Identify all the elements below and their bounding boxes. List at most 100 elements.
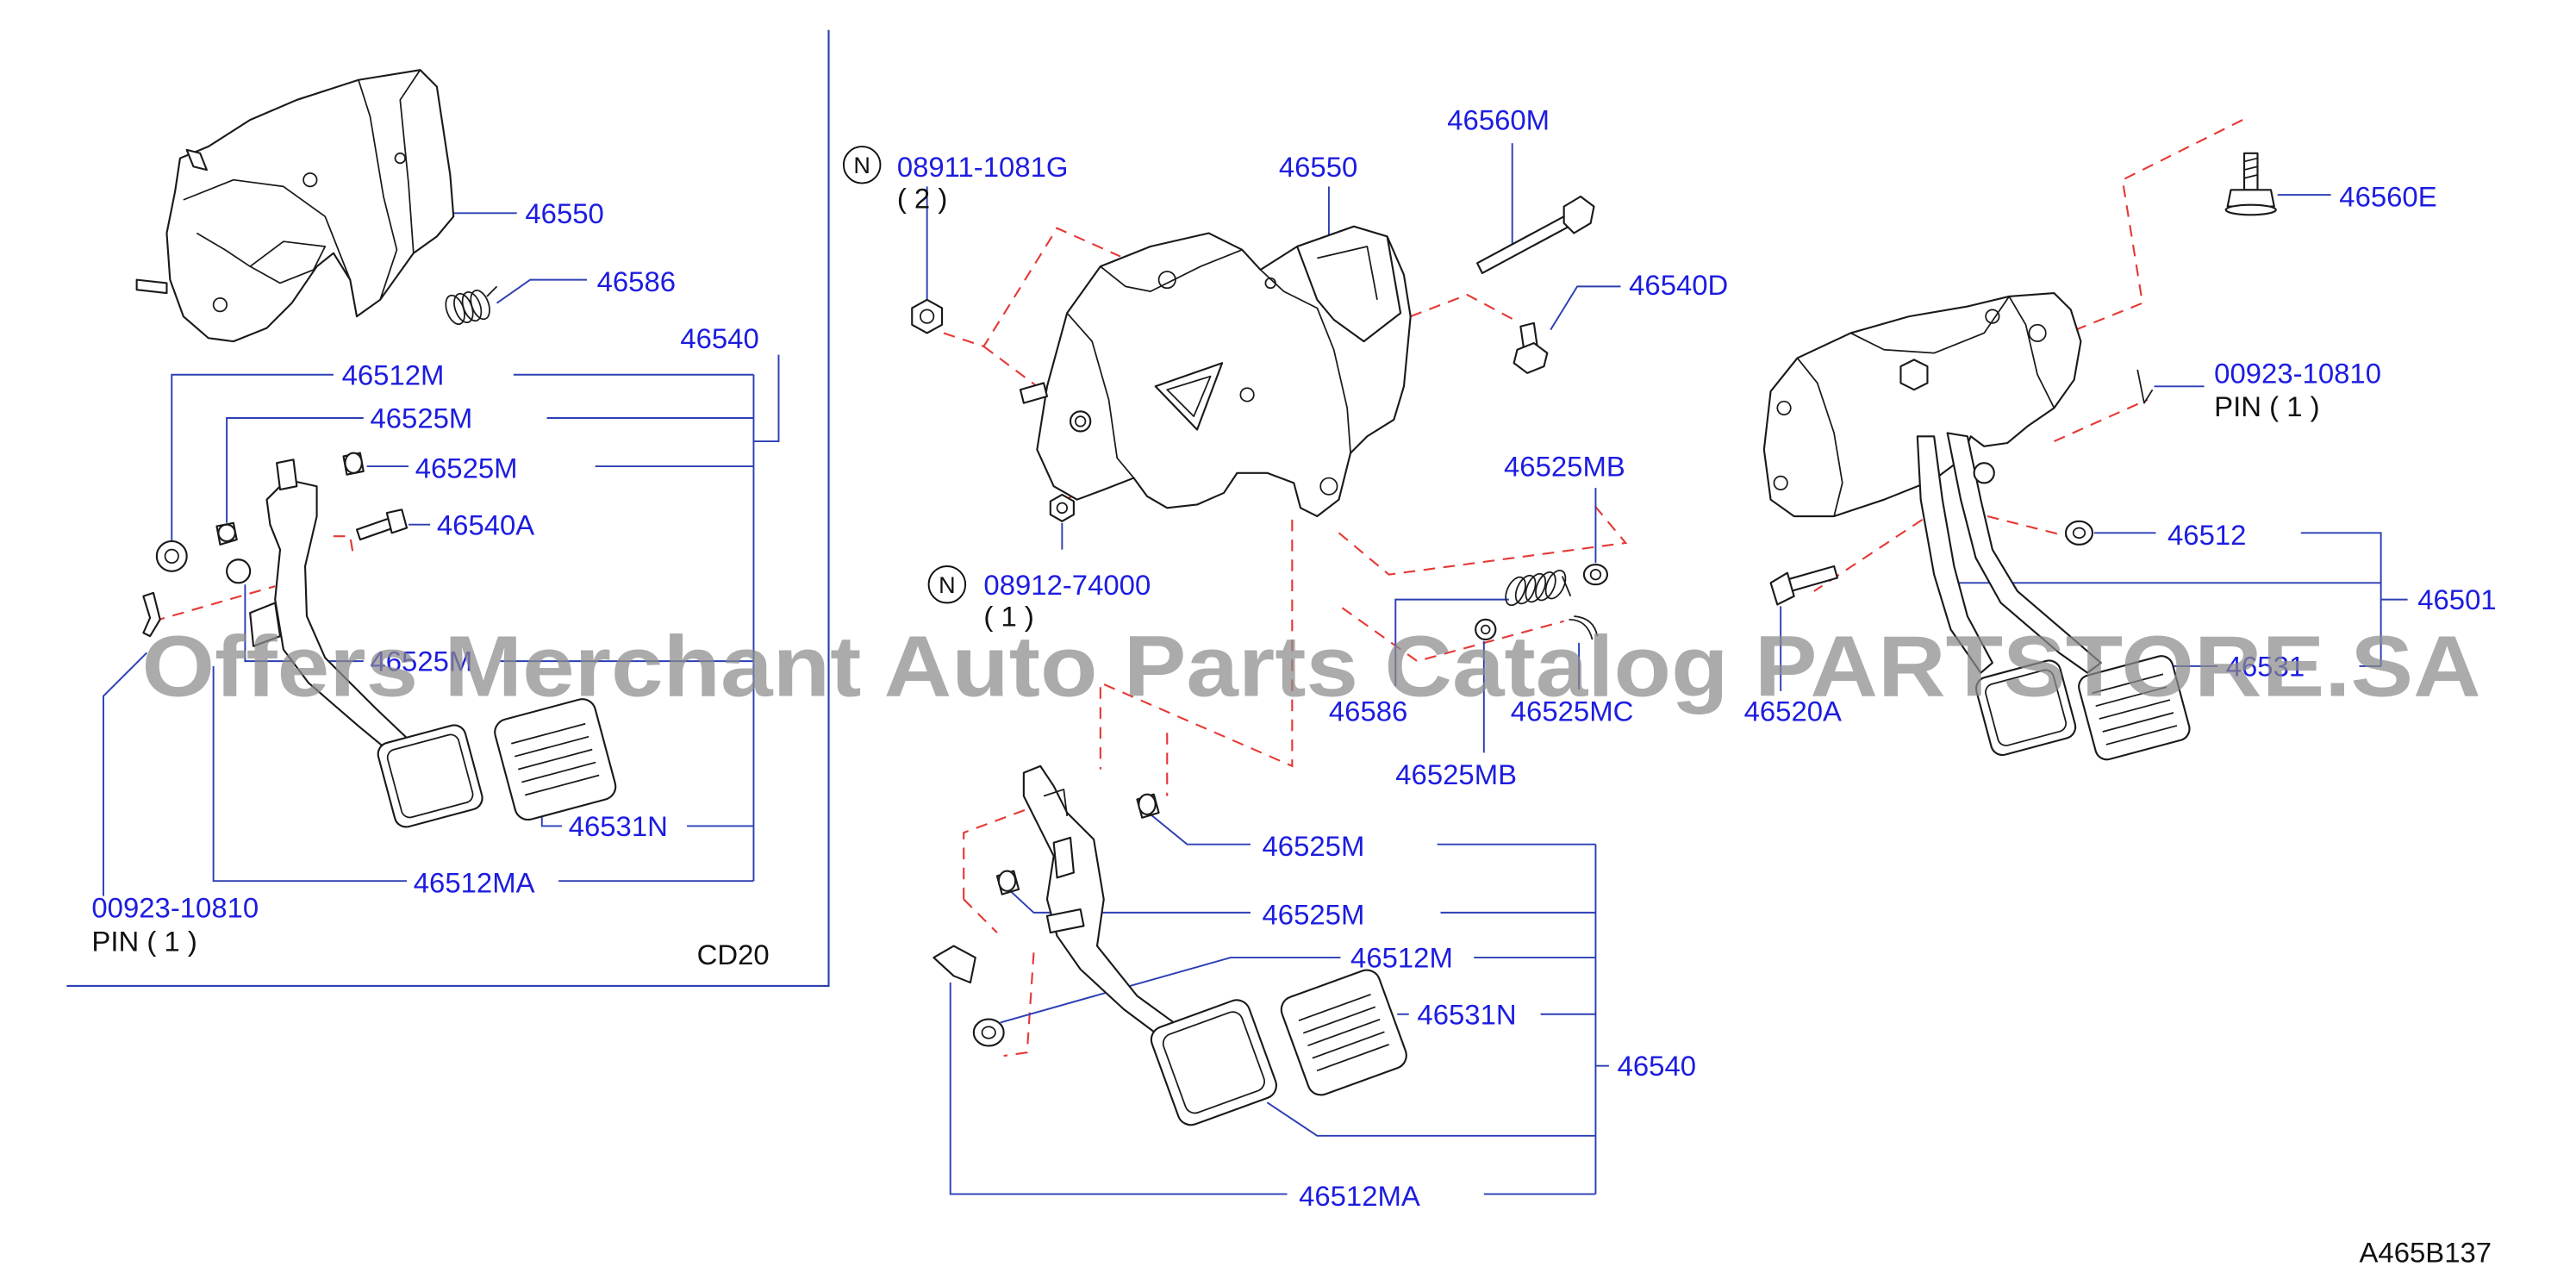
pad-ridge xyxy=(2092,673,2164,695)
right-pedal-assembly xyxy=(1762,292,2191,761)
bush-bore xyxy=(164,548,179,564)
center-fasteners xyxy=(911,195,1595,522)
callout-pedal-pad-hidden[interactable]: 46531 xyxy=(2226,651,2305,683)
n-marker-circle xyxy=(842,146,882,184)
callout-collar-m-lower[interactable]: 46525M xyxy=(1263,898,1365,930)
callout-bracket[interactable]: 46550 xyxy=(525,197,603,229)
bracket-edge xyxy=(1100,249,1243,293)
bracket-edge xyxy=(358,79,398,301)
pedal-arm xyxy=(1946,432,2102,674)
pad-ridge xyxy=(521,761,596,783)
bracket-edge xyxy=(1796,357,1843,517)
bracket-hole xyxy=(2028,323,2047,342)
n-marker-circle xyxy=(927,565,967,604)
collar-bore xyxy=(1481,624,1491,635)
callout-collar-mb-lower[interactable]: 46525MB xyxy=(1395,758,1517,790)
callout-leader-line xyxy=(1150,814,1251,845)
pin-part xyxy=(932,945,976,984)
center-pedal-bracket xyxy=(1019,225,1412,518)
left-panel-labels: 46550 46586 46540 46512M 46525M 46525M 4… xyxy=(91,197,769,970)
callout-bush[interactable]: 46512 xyxy=(2167,519,2246,551)
callout-nut-b[interactable]: 08912-74000 xyxy=(983,569,1151,601)
collar-part xyxy=(1582,563,1609,586)
callout-pedal-assy[interactable]: 46540 xyxy=(680,322,758,354)
callout-pedal-pad[interactable]: 46531N xyxy=(1417,998,1516,1030)
pedal-lug xyxy=(249,602,282,647)
callout-bolt-e[interactable]: 46560E xyxy=(2339,181,2436,213)
bush-part xyxy=(972,1018,1005,1047)
exploded-view-dash-line xyxy=(963,798,1055,900)
bracket-hole xyxy=(394,152,406,165)
exploded-view-dash-line xyxy=(1987,515,2068,538)
callout-pin-code[interactable]: 00923-10810 xyxy=(2214,357,2381,389)
bracket-hole xyxy=(1776,400,1792,416)
callout-pin-code[interactable]: 00923-10810 xyxy=(91,892,259,924)
callout-bolt[interactable]: 46560M xyxy=(1447,104,1550,136)
pedal-pad xyxy=(1974,659,2077,757)
pedal-arm xyxy=(1916,435,1993,674)
callout-bolt-d[interactable]: 46540D xyxy=(1629,269,1728,301)
callout-collar-mc[interactable]: 46525MC xyxy=(1511,696,1634,727)
collar-face xyxy=(997,870,1017,892)
bolt-shaft xyxy=(1476,215,1570,274)
pad-ridge xyxy=(2105,725,2178,746)
callout-pedal-arm[interactable]: 46512MA xyxy=(414,867,535,899)
callout-spring[interactable]: 46586 xyxy=(597,265,676,297)
bracket-edge xyxy=(399,69,421,253)
pad-ridge xyxy=(511,722,586,745)
pad-ridges xyxy=(511,722,600,796)
bolt-d-head xyxy=(1513,341,1549,374)
callout-nut-a[interactable]: 08911-1081G xyxy=(897,151,1069,183)
bracket-hole xyxy=(1074,415,1087,427)
pad-ridge xyxy=(1312,1031,1385,1059)
n-marker-letter: N xyxy=(853,153,870,178)
pad-ridge xyxy=(2102,712,2174,733)
callout-bracket[interactable]: 46550 xyxy=(1279,151,1357,183)
callout-pedal-pad[interactable]: 46531N xyxy=(569,810,668,842)
callout-spring[interactable]: 46586 xyxy=(1329,696,1407,727)
bracket-edge xyxy=(1850,296,2010,354)
left-return-spring xyxy=(445,285,498,325)
callout-leader-line xyxy=(753,354,780,443)
pin-description: PIN ( 1 ) xyxy=(91,925,196,957)
bracket-window-inner xyxy=(1166,375,1212,417)
bolt-a-shaft xyxy=(1786,565,1839,593)
spring-tail xyxy=(1561,576,1572,597)
spring-coil xyxy=(1514,574,1537,605)
nut-b-quantity: ( 1 ) xyxy=(983,601,1033,633)
callout-collar-lower[interactable]: 46525M xyxy=(415,452,518,484)
exploded-view-dash-line xyxy=(1341,607,1564,663)
pad-ridge xyxy=(2095,686,2167,708)
callout-leader-lines xyxy=(102,143,2408,1195)
collar-face xyxy=(1138,793,1157,815)
callout-pedal-assy[interactable]: 46540 xyxy=(1618,1050,1696,1082)
collar-face xyxy=(344,452,363,474)
center-panel-labels: N 08911-1081G ( 2 ) 46550 46560M 46540D … xyxy=(842,104,1728,1212)
pedal-pad xyxy=(2078,655,2191,761)
exploded-view-dash-line xyxy=(333,535,355,557)
callout-collar-m-upper[interactable]: 46525M xyxy=(1263,830,1365,862)
callout-pedal-assy[interactable]: 46501 xyxy=(2417,583,2496,615)
spring-coil xyxy=(1535,571,1556,602)
bracket-hole xyxy=(1239,387,1255,402)
exploded-view-dash-line xyxy=(1338,502,1628,576)
bracket-cutout xyxy=(249,240,327,284)
clip-part xyxy=(1569,618,1594,640)
callout-collar-hidden[interactable]: 46525M xyxy=(370,646,472,677)
callout-bush[interactable]: 46512M xyxy=(342,359,445,390)
callout-collar-mb-upper[interactable]: 46525MB xyxy=(1504,451,1625,483)
bush-bore xyxy=(2072,527,2086,539)
bracket-edge xyxy=(183,178,352,280)
callout-bolt-a[interactable]: 46520A xyxy=(1744,696,1842,727)
callout-leader-line xyxy=(1266,1101,1596,1137)
callout-bush[interactable]: 46512M xyxy=(1350,942,1453,974)
callout-stopper-bolt[interactable]: 46540A xyxy=(437,508,534,540)
bracket-housing xyxy=(1296,225,1402,343)
bolt-thread xyxy=(2243,157,2258,179)
pad-ridge xyxy=(2099,699,2171,720)
pad-ridges xyxy=(1298,993,1390,1072)
bracket-hole xyxy=(212,297,228,313)
left-pedal-pad-loose xyxy=(494,698,617,821)
callout-collar-upper[interactable]: 46525M xyxy=(370,402,472,434)
callout-pedal-arm[interactable]: 46512MA xyxy=(1299,1180,1420,1212)
